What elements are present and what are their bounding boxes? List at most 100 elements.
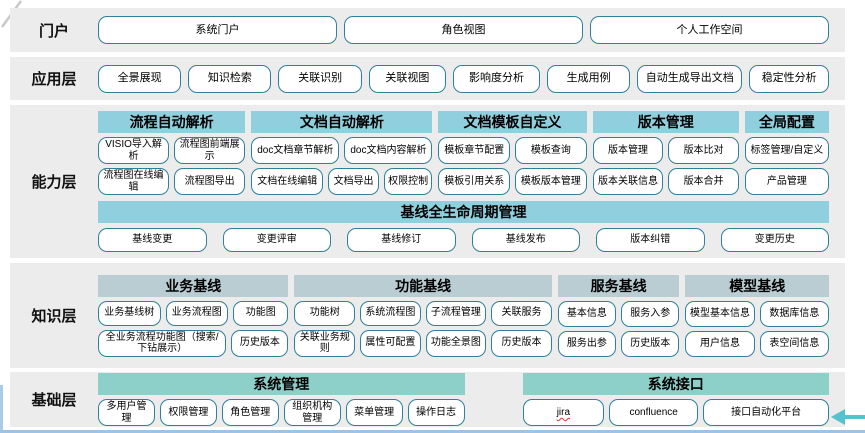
node-label: 模板章节配置 <box>444 144 505 156</box>
node-label: 历史版本 <box>630 337 671 349</box>
node-label: 版本合并 <box>683 175 724 187</box>
node-label: 流程图导出 <box>184 175 235 187</box>
diagram-node: doc文档章节解析 <box>251 137 340 164</box>
node-label: 角色管理 <box>230 406 271 418</box>
node-label: confluence <box>629 406 678 418</box>
diagram-node: 生成用例 <box>546 64 631 93</box>
diagram-node: 用户信息 <box>685 330 755 357</box>
node-label: 基线发布 <box>505 234 546 246</box>
diagram-node: 版本比对 <box>668 137 739 164</box>
diagram-node: 产品管理 <box>744 168 829 195</box>
diagram-node: 服务入参 <box>621 300 680 327</box>
node-row: 关联业务规则属性可配置功能全景图历史版本 <box>294 329 552 357</box>
diagram-node: 角色视图 <box>344 16 583 44</box>
diagram-node: 基线变更 <box>98 228 207 252</box>
layer-label-base: 基础层 <box>31 392 77 409</box>
diagram-node: 文档在线编辑 <box>251 168 324 195</box>
node-label: 关联业务规则 <box>299 331 350 355</box>
node-label: 关联视图 <box>385 72 430 85</box>
diagram-node: 基线发布 <box>471 228 580 252</box>
node-label: 属性可配置 <box>365 337 416 349</box>
node-label: 服务入参 <box>630 307 671 319</box>
group: 文档自动解析 doc文档章节解析 doc文档内容解析文档在线编辑文档导出 权限控制 <box>251 111 433 195</box>
diagram-node: 全业务流程功能图（搜索/下钻展示） <box>98 329 227 357</box>
diagram-node: 操作日志 <box>407 399 465 426</box>
node-label: 模型基本信息 <box>690 307 751 319</box>
diagram-node: 功能树 <box>294 300 356 326</box>
diagram-node: 业务基线树 <box>98 300 161 326</box>
diagram-node: 文档导出 <box>328 168 379 195</box>
node-label: 菜单管理 <box>354 406 395 418</box>
diagram-node: 模板引用关系 <box>438 168 511 195</box>
node-row: 业务基线树业务流程图 功能图 <box>98 300 289 326</box>
layer-content: 全景展现知识检索关联识别关联视图影响度分析生成用例自动生成导出文档稳定性分析 <box>98 64 845 93</box>
group: 全局配置标签管理/自定义产品管理 <box>744 111 829 195</box>
group-header: 模型基线 <box>685 274 829 297</box>
diagram-node: 功能图 <box>233 300 289 326</box>
node-label: 模板版本管理 <box>520 175 581 187</box>
group-header: 服务基线 <box>557 274 680 297</box>
node-label: 版本关联信息 <box>597 175 658 187</box>
node-label: doc文档内容解析 <box>350 144 427 156</box>
group-header: 系统接口 <box>522 373 829 395</box>
diagram-node: 标签管理/自定义 <box>744 137 829 164</box>
node-label: 稳定性分析 <box>761 72 817 85</box>
node-label: 变更评审 <box>256 234 297 246</box>
node-row: 基本信息 服务入参 <box>557 300 680 327</box>
node-label: 系统门户 <box>195 23 240 36</box>
node-label: jira <box>556 406 571 418</box>
arrow-tail <box>843 415 865 419</box>
node-label: 产品管理 <box>766 175 807 187</box>
node-row: 功能树系统流程图子流程管理关联服务 <box>294 300 552 326</box>
diagram-node: 版本合并 <box>668 168 739 195</box>
bottom-border-line <box>0 430 865 433</box>
node-label: 权限管理 <box>168 406 209 418</box>
node-label: 功能图 <box>245 307 276 319</box>
diagram-node: 组织机构管理 <box>283 399 341 426</box>
group-header: 文档自动解析 <box>251 111 433 133</box>
layer-content: 业务基线业务基线树业务流程图 功能图全业务流程功能图（搜索/下钻展示） 历史版本 功能… <box>98 274 845 357</box>
group: 服务基线基本信息服务入参服务出参历史版本 <box>557 274 680 357</box>
node-row: 全业务流程功能图（搜索/下钻展示） 历史版本 <box>98 329 289 357</box>
node-label: VISIO导入解析 <box>105 139 162 162</box>
group-header: 全局配置 <box>744 111 829 133</box>
group-header: 文档模板自定义 <box>438 111 587 133</box>
node-label: 历史版本 <box>239 337 280 349</box>
diagram-node: 权限管理 <box>159 399 217 426</box>
left-arrow-decoration <box>831 409 865 425</box>
diagram-node: jira <box>522 399 605 426</box>
diagram-node: 影响度分析 <box>453 64 540 93</box>
diagram-node: 关联视图 <box>368 64 447 93</box>
diagram-node: 流程图前端展示 <box>174 137 246 164</box>
node-label: 知识检索 <box>207 72 252 85</box>
diagram-node: 模板章节配置 <box>438 137 511 164</box>
diagram-node: 权限控制 <box>383 168 433 195</box>
node-label: 全业务流程功能图（搜索/下钻展示） <box>105 331 219 355</box>
group-header: 业务基线 <box>98 274 289 297</box>
diagram-node: confluence <box>609 399 699 426</box>
node-label: 文档导出 <box>333 175 374 187</box>
node-label: 数据库信息 <box>769 307 820 319</box>
band-header: 基线全生命周期管理 <box>98 201 829 223</box>
node-label: 关联识别 <box>298 72 343 85</box>
diagram-node: 业务流程图 <box>165 300 229 326</box>
diagram-node: 关联服务 <box>491 300 552 326</box>
node-label: 影响度分析 <box>469 72 525 85</box>
node-label: 权限控制 <box>388 175 429 187</box>
node-row: 版本关联信息 版本合并 <box>592 168 739 195</box>
diagram-node: doc文档内容解析 <box>344 137 433 164</box>
diagram-node: 知识检索 <box>188 64 272 93</box>
diagram-node: 模板查询 <box>515 137 587 164</box>
diagram-node: 系统流程图 <box>360 300 421 326</box>
layer-knowledge: 知识层业务基线业务基线树业务流程图功能图全业务流程功能图（搜索/下钻展示）历史版… <box>10 263 845 368</box>
node-label: 历史版本 <box>501 337 542 349</box>
group: 版本管理版本管理版本比对版本关联信息版本合并 <box>592 111 739 195</box>
layer-label-app: 应用层 <box>31 71 77 88</box>
node-row: 模板章节配置模板查询 <box>438 137 587 164</box>
layer-label-capability: 能力层 <box>31 174 77 191</box>
node-label: 业务流程图 <box>171 307 222 319</box>
node-label: 基本信息 <box>566 307 607 319</box>
layer-portal: 门户系统门户角色视图个人工作空间 <box>10 8 845 52</box>
